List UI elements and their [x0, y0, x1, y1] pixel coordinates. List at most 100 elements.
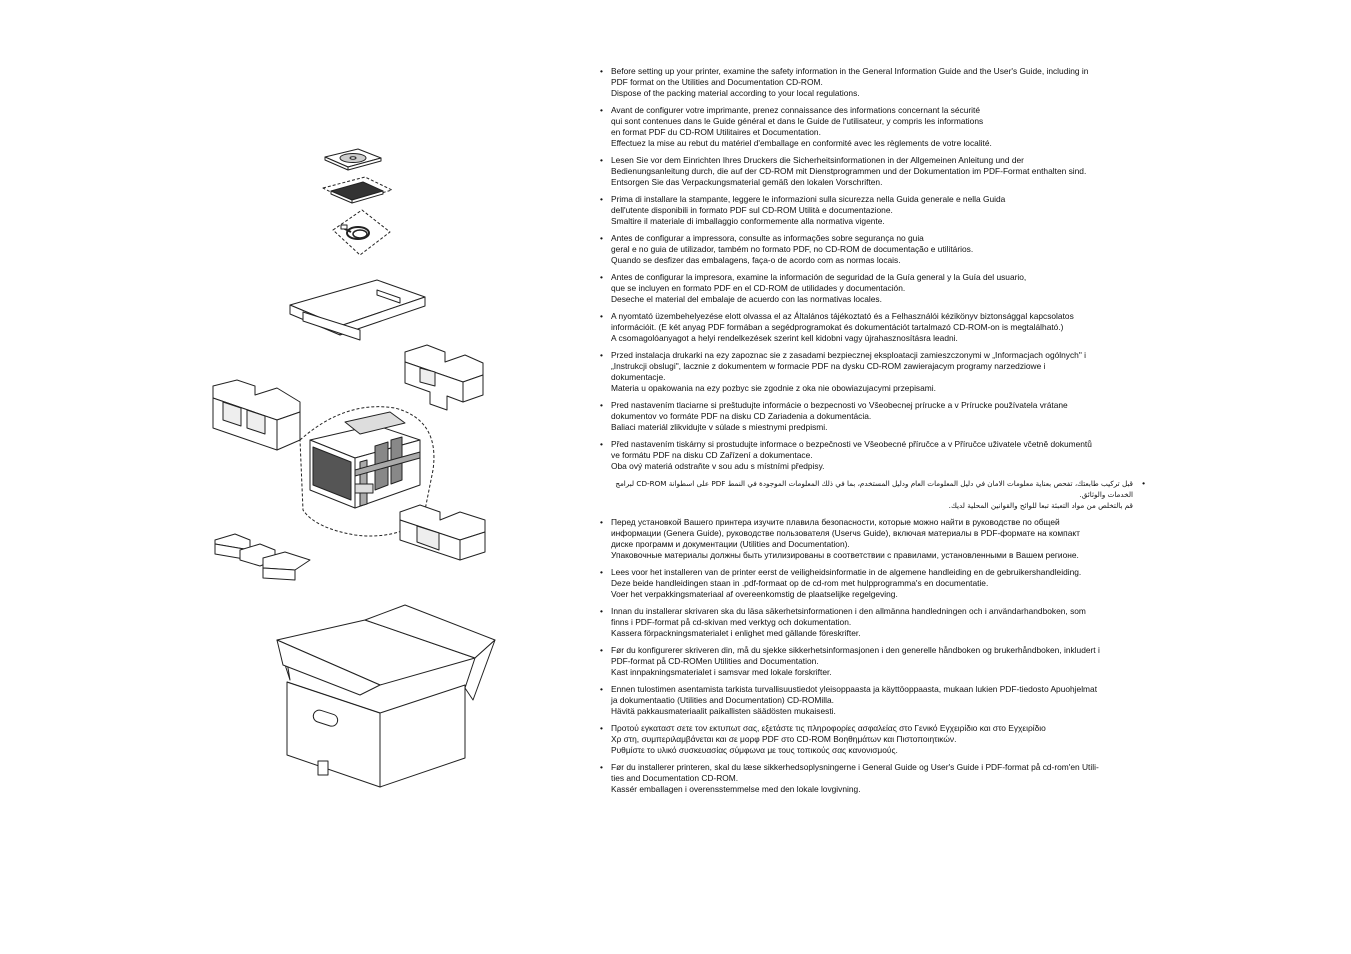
paragraph-line: qui sont contenues dans le Guide général…	[611, 116, 984, 126]
bullet-marker: •	[600, 311, 603, 321]
paragraph-line: Materia u opakowania na ezy pozbyc sie z…	[611, 383, 936, 393]
safety-paragraph-pt: • Antes de configurar a impressora, consu…	[600, 233, 1145, 266]
safety-paragraph-cs: • Před nastavením tiskárny si prostudujte…	[600, 439, 1145, 472]
safety-paragraph-no: • Før du konfigurerer skriveren din, må d…	[600, 645, 1145, 678]
bullet-marker: •	[600, 762, 603, 772]
paragraph-line: Før du konfigurerer skriveren din, må du…	[611, 645, 1100, 655]
paragraph-line: Χρ στη, συμπεριλαμβάνεται και σε μορφ PD…	[611, 734, 957, 744]
paragraph-line: Lees voor het installeren van de printer…	[611, 567, 1082, 577]
bullet-marker: •	[600, 400, 603, 410]
foam-small-pieces	[214, 533, 311, 581]
paragraph-line: ties and Documentation CD-ROM.	[611, 773, 739, 783]
paragraph-line: Antes de configurar la impresora, examin…	[611, 272, 1027, 282]
power-cord-icon	[332, 209, 391, 256]
paragraph-line: A nyomtató üzembehelyezése elott olvassa…	[611, 311, 1074, 321]
paragraph-line: Deze beide handleidingen staan in .pdf-f…	[611, 578, 989, 588]
safety-paragraph-nl: •Lees voor het installeren van de printe…	[600, 567, 1145, 600]
paragraph-line: Kassér emballagen i overensstemmelse med…	[611, 784, 861, 794]
manual-book-icon	[322, 176, 393, 204]
foam-block-right-top	[404, 344, 484, 411]
top-packing-tray	[289, 279, 426, 341]
paragraph-line: geral e no guia de utilizador, também no…	[611, 244, 974, 254]
paragraph-line: Hävitä pakkausmateriaalit paikallisten s…	[611, 706, 836, 716]
paragraph-line: Før du installerer printeren, skal du læ…	[611, 762, 1099, 772]
paragraph-line: ja dokumentaatio (Utilities and Document…	[611, 695, 834, 705]
bullet-marker: •	[600, 66, 603, 76]
paragraph-line: Προτού εγκαταστ σετε τον εκτυπωτ σας, εξ…	[611, 723, 1046, 733]
safety-paragraph-it: • Prima di installare la stampante, legge…	[600, 194, 1145, 227]
paragraph-line: Baliaci materiál zlikvidujte v súlade s …	[611, 422, 828, 432]
paragraph-line: Перед установкой Вашего принтера изучите…	[611, 517, 1060, 527]
paragraph-line: dokumentacje.	[611, 372, 666, 382]
safety-paragraph-es: • Antes de configurar la impresora, exami…	[600, 272, 1145, 305]
paragraph-line: en format PDF du CD-ROM Utilitaires et D…	[611, 127, 821, 137]
printer-icon	[299, 406, 435, 537]
paragraph-line: dell'utente disponibili in formato PDF s…	[611, 205, 893, 215]
paragraph-line: információit. (E két anyag PDF formában …	[611, 322, 1064, 332]
paragraph-line: Kast innpakningsmaterialet i samsvar med…	[611, 667, 832, 677]
paragraph-line: A csomagolóanyagot a helyi rendelkezések…	[611, 333, 958, 343]
bullet-marker: •	[600, 684, 603, 694]
paragraph-line: Ennen tulostimen asentamista tarkista tu…	[611, 684, 1098, 694]
paragraph-line: „Instrukcji obslugi", lacznie z dokument…	[611, 361, 1046, 371]
paragraph-line: диске программ и документации (Utilities…	[611, 539, 850, 549]
paragraph-line: finns i PDF-format på cd-skivan med verk…	[611, 617, 852, 627]
bullet-marker: •	[600, 439, 603, 449]
safety-paragraph-ar: • قبل تركيب طابعتك، تفحص بعناية معلومات ا…	[600, 478, 1145, 511]
safety-paragraph-el: • Προτού εγκαταστ σετε τον εκτυπωτ σας, ε…	[600, 723, 1145, 756]
paragraph-line: Deseche el material del embalaje de acue…	[611, 294, 882, 304]
safety-paragraph-fr: • Avant de configurer votre imprimante, p…	[600, 105, 1145, 149]
safety-paragraph-pl: • Przed instalacja drukarki na ezy zapozn…	[600, 350, 1145, 394]
paragraph-line: Antes de configurar a impressora, consul…	[611, 233, 924, 243]
bullet-marker: •	[1142, 478, 1145, 488]
cardboard-box-icon	[276, 604, 496, 788]
paragraph-line: PDF format on the Utilities and Document…	[611, 77, 823, 87]
bullet-marker: •	[600, 517, 603, 527]
paragraph-line: قبل تركيب طابعتك، تفحص بعناية معلومات ال…	[615, 479, 1133, 488]
paragraph-line: ve formátu PDF na disku CD Zařízení a do…	[611, 450, 813, 460]
paragraph-line: Lesen Sie vor dem Einrichten Ihres Druck…	[611, 155, 1024, 165]
paragraph-line: Smaltire il materiale di imballaggio con…	[611, 216, 885, 226]
paragraph-line: Before setting up your printer, examine …	[611, 66, 1089, 76]
paragraph-line: PDF-format på CD-ROMen Utilities and Doc…	[611, 656, 819, 666]
unpacking-illustration	[195, 140, 525, 800]
paragraph-line: Quando se desfizer das embalagens, faça-…	[611, 255, 901, 265]
paragraph-line: Oba ový materiá odstraňte v sou adu s mí…	[611, 461, 825, 471]
paragraph-line: Innan du installerar skrivaren ska du lä…	[611, 606, 1086, 616]
safety-paragraph-da: • Før du installerer printeren, skal du l…	[600, 762, 1145, 795]
exploded-packaging-diagram	[212, 148, 496, 788]
paragraph-line: Avant de configurer votre imprimante, pr…	[611, 105, 981, 115]
cd-rom-icon	[324, 148, 382, 171]
safety-paragraph-ru: • Перед установкой Вашего принтера изучит…	[600, 517, 1145, 561]
bullet-marker: •	[600, 272, 603, 282]
safety-paragraph-sv: • Innan du installerar skrivaren ska du l…	[600, 606, 1145, 639]
bullet-marker: •	[600, 350, 603, 360]
safety-paragraph-en: • Before setting up your printer, examine…	[600, 66, 1145, 99]
paragraph-line: Przed instalacja drukarki na ezy zapozna…	[611, 350, 1086, 360]
safety-paragraph-hu: • A nyomtató üzembehelyezése elott olvass…	[600, 311, 1145, 344]
bullet-marker: •	[600, 723, 603, 733]
foam-block-left	[212, 379, 301, 451]
paragraph-line: Pred nastavením tlaciarne si preštudujte…	[611, 400, 1068, 410]
safety-paragraph-fi: • Ennen tulostimen asentamista tarkista t…	[600, 684, 1145, 717]
paragraph-line: الخدمات والوثائق.	[1079, 490, 1133, 499]
paragraph-line: قم بالتخلص من مواد التعبئة تبعا للوائح و…	[948, 501, 1133, 510]
bullet-marker: •	[600, 606, 603, 616]
paragraph-line: Prima di installare la stampante, legger…	[611, 194, 1006, 204]
paragraph-line: Voer het verpakkingsmateriaal af overeen…	[611, 589, 898, 599]
bullet-marker: •	[600, 233, 603, 243]
safety-paragraph-sk: • Pred nastavením tlaciarne si preštudujt…	[600, 400, 1145, 433]
safety-text-column: • Before setting up your printer, examine…	[600, 66, 1145, 801]
paragraph-line: dokumentov vo formáte PDF na disku CD Za…	[611, 411, 872, 421]
paragraph-line: Dispose of the packing material accordin…	[611, 88, 860, 98]
safety-paragraph-de: • Lesen Sie vor dem Einrichten Ihres Druc…	[600, 155, 1145, 188]
paragraph-line: Entsorgen Sie das Verpackungsmaterial ge…	[611, 177, 883, 187]
bullet-marker: •	[600, 645, 603, 655]
bullet-marker: •	[600, 194, 603, 204]
paragraph-line: Před nastavením tiskárny si prostudujte …	[611, 439, 1092, 449]
paragraph-line: Ρυθμίστε το υλικό συσκευασίας σύμφωνα με…	[611, 745, 898, 755]
bullet-marker: •	[600, 155, 603, 165]
bullet-marker: •	[600, 105, 603, 115]
paragraph-line: Effectuez la mise au rebut du matériel d…	[611, 138, 992, 148]
